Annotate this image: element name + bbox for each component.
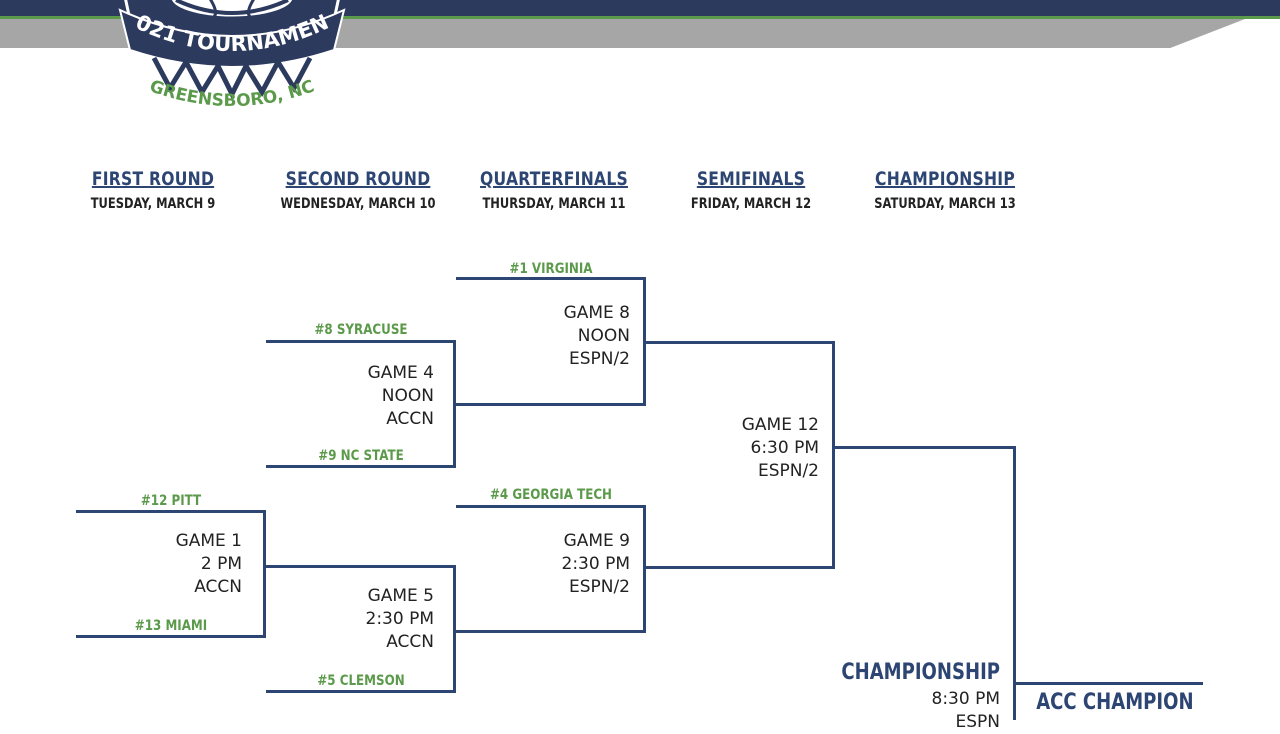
team-label-pitt: #12 PITT [140,493,202,509]
game-time: 2:30 PM [561,554,631,574]
game-8-info: GAME 8 NOON ESPN/2 [470,302,630,371]
bracket-line [456,277,646,280]
championship-network: ESPN [955,712,1000,732]
round-header-semifinals: SEMIFINALS FRIDAY, MARCH 12 [651,168,851,212]
bracket-line [646,566,835,569]
round-title: FIRST ROUND [91,168,215,190]
bracket-line [263,510,266,638]
round-title: SECOND ROUND [285,168,431,190]
championship-info: 8:30 PM ESPN [840,688,1001,734]
bracket-line [266,465,456,468]
team-label-miami: #13 MIAMI [134,618,208,634]
round-date: FRIDAY, MARCH 12 [690,196,812,212]
bracket-line [266,690,456,693]
game-network: ESPN/2 [568,577,630,597]
championship-time: 8:30 PM [931,689,1001,709]
bracket-line [643,277,646,406]
game-time: 6:30 PM [750,438,820,458]
acc-champion-label: ACC CHAMPION [1036,690,1194,715]
round-date: SATURDAY, MARCH 13 [874,196,1016,212]
bracket-line [1013,446,1016,720]
round-header-quarterfinals: QUARTERFINALS THURSDAY, MARCH 11 [454,168,654,212]
round-date: WEDNESDAY, MARCH 10 [280,196,436,212]
bracket-line [266,340,456,343]
bracket-line [832,341,835,569]
game-name: GAME 1 [175,531,242,551]
bracket-line [456,630,646,633]
round-date: THURSDAY, MARCH 11 [482,196,626,212]
round-header-first: FIRST ROUND TUESDAY, MARCH 9 [53,168,253,212]
bracket-line [456,505,646,508]
bracket-line [453,565,456,693]
tournament-logo: 2021 TOURNAMENT GREENSBORO, NC [112,0,346,111]
game-network: ACCN [194,577,242,597]
game-time: 2:30 PM [365,609,435,629]
bracket-line [76,635,266,638]
bracket-line [456,403,646,406]
game-9-info: GAME 9 2:30 PM ESPN/2 [470,530,631,599]
team-label-clemson: #5 CLEMSON [317,673,405,689]
team-label-virginia: #1 VIRGINIA [509,261,593,277]
bracket-line [453,340,456,468]
bracket-line [643,505,646,633]
game-network: ESPN/2 [568,349,630,369]
game-name: GAME 8 [563,303,630,323]
round-title: CHAMPIONSHIP [875,168,1015,190]
game-network: ACCN [386,409,434,429]
round-header-second: SECOND ROUND WEDNESDAY, MARCH 10 [258,168,458,212]
bracket-line [76,510,266,513]
game-name: GAME 5 [367,586,434,606]
game-network: ACCN [386,632,434,652]
team-label-syracuse: #8 SYRACUSE [314,322,408,338]
game-name: GAME 9 [563,531,630,551]
game-12-info: GAME 12 6:30 PM ESPN/2 [659,414,819,483]
game-time: 2 PM [200,554,242,574]
game-1-info: GAME 1 2 PM ACCN [82,530,242,599]
game-time: NOON [381,386,434,406]
game-4-info: GAME 4 NOON ACCN [274,362,434,431]
bracket-line [835,446,1016,449]
round-date: TUESDAY, MARCH 9 [90,196,216,212]
game-time: NOON [577,326,630,346]
game-name: GAME 12 [741,415,819,435]
bracket-line [646,341,835,344]
round-title: QUARTERFINALS [480,168,628,190]
game-name: GAME 4 [367,363,434,383]
game-5-info: GAME 5 2:30 PM ACCN [274,585,435,654]
game-network: ESPN/2 [757,461,819,481]
team-label-ncstate: #9 NC STATE [318,448,404,464]
header-stripe [0,16,1280,19]
bracket-line [264,565,456,568]
team-label-georgiatech: #4 GEORGIA TECH [489,487,613,503]
bracket-line [1016,682,1203,685]
round-header-championship: CHAMPIONSHIP SATURDAY, MARCH 13 [845,168,1045,212]
championship-title: CHAMPIONSHIP [841,660,1000,685]
round-title: SEMIFINALS [696,168,806,190]
